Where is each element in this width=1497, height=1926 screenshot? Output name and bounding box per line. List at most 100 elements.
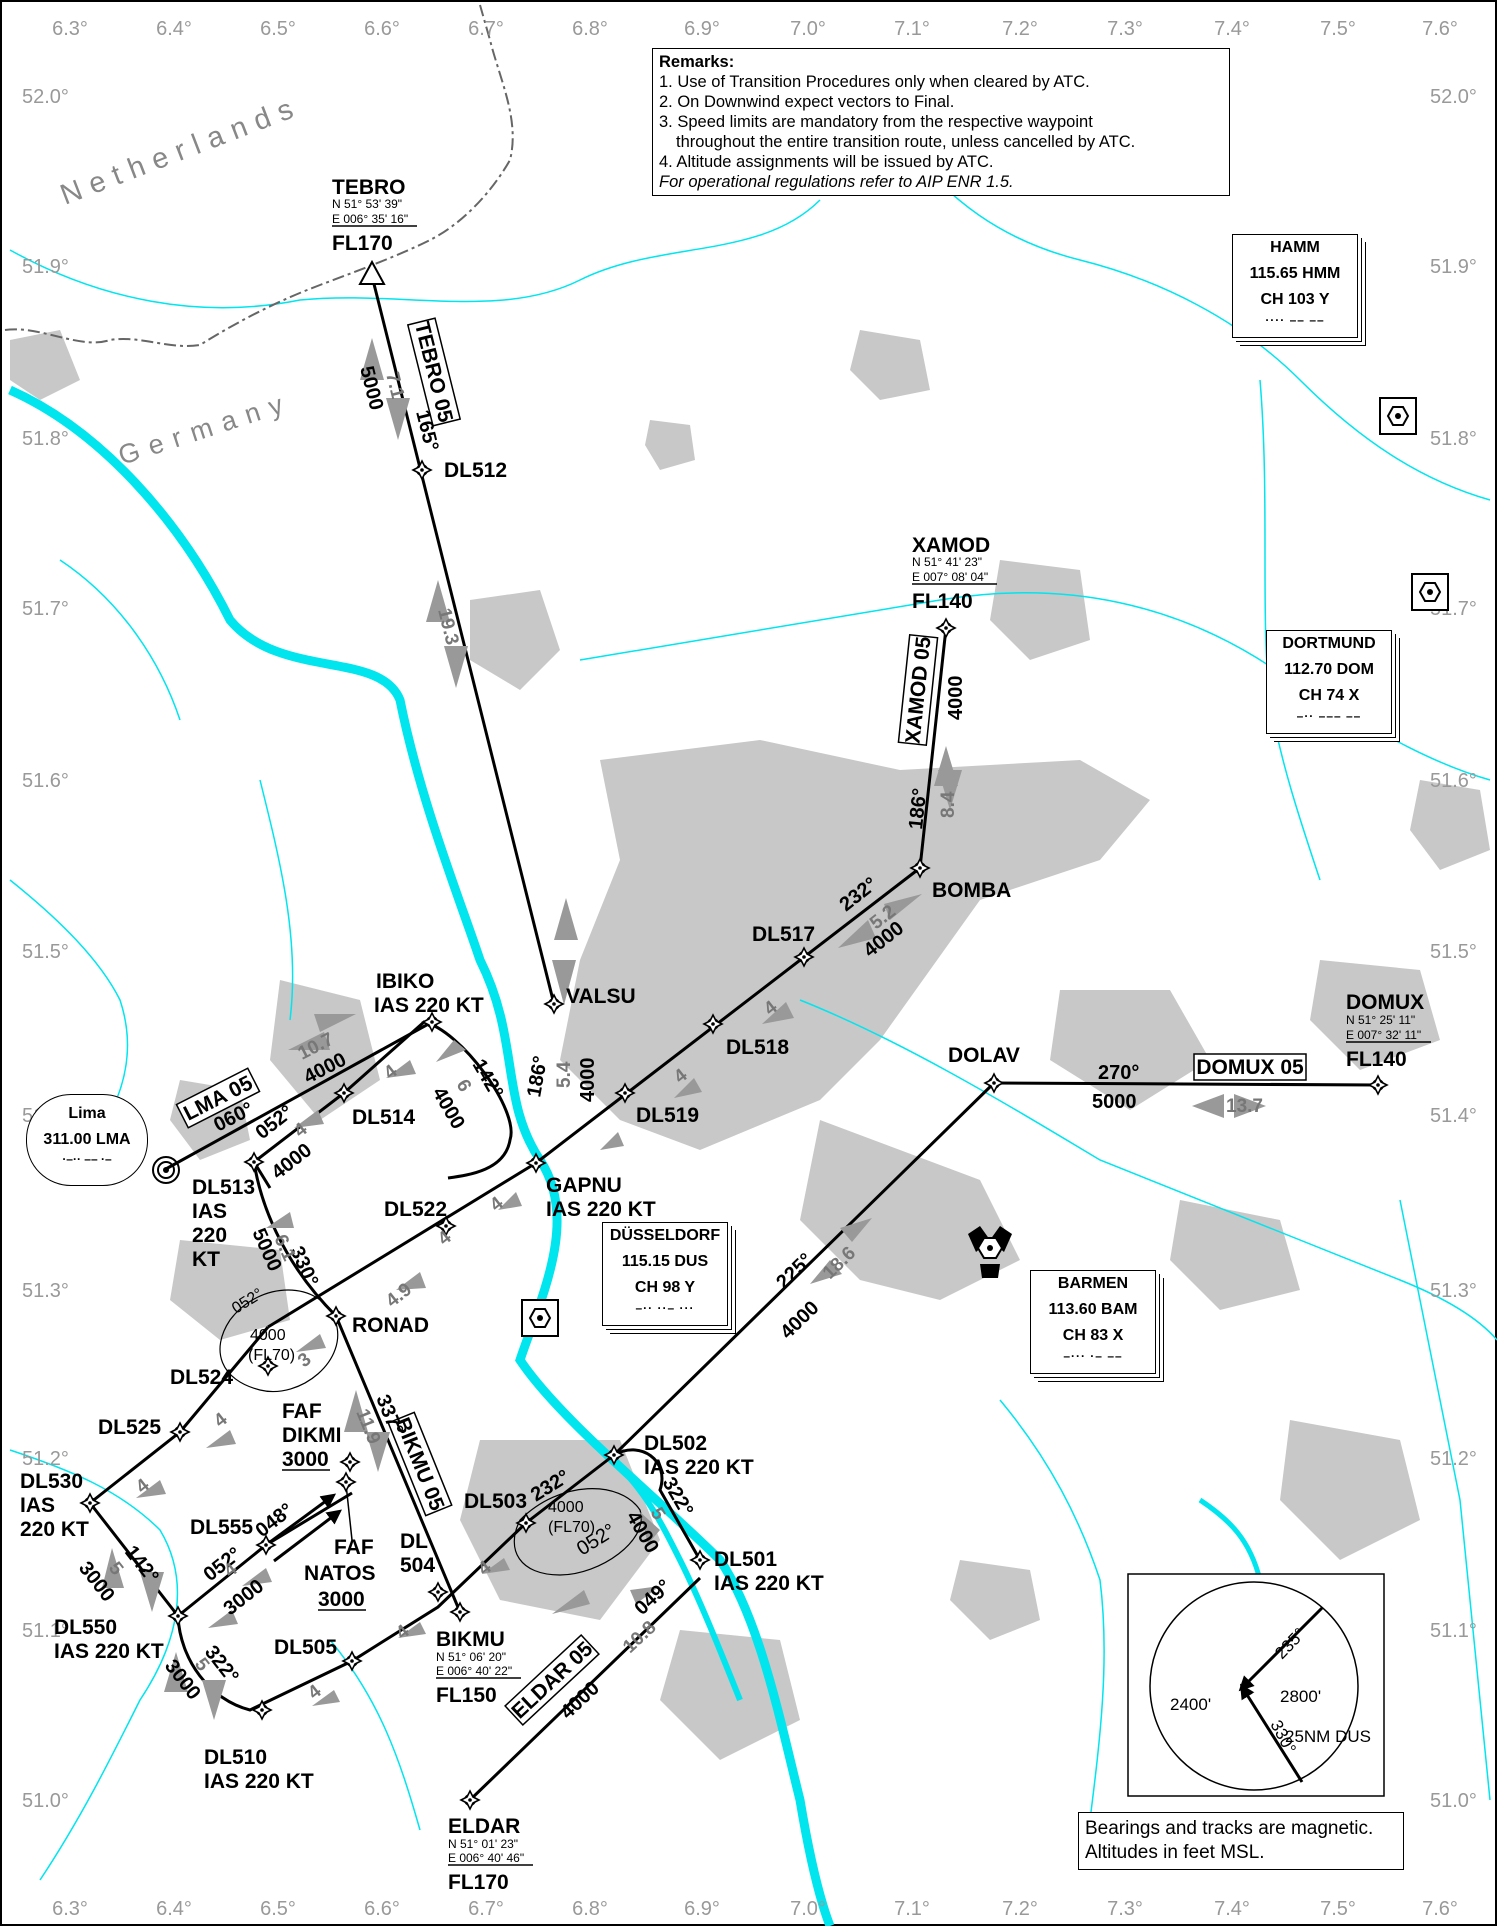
svg-text:DIKMI: DIKMI	[282, 1424, 342, 1447]
svg-text:7.0°: 7.0°	[790, 1898, 826, 1920]
svg-text:51.2°: 51.2°	[1430, 1448, 1477, 1470]
procedure-domux: DOMUX 05	[1196, 1056, 1304, 1079]
navaid-channel: CH 98 Y	[634, 1279, 696, 1296]
svg-text:DL514: DL514	[352, 1106, 415, 1129]
navaid-frequency: 311.00 LMA	[43, 1131, 131, 1148]
svg-text:NATOS: NATOS	[304, 1562, 376, 1585]
svg-text:FL170: FL170	[332, 232, 393, 255]
svg-text:51.1°: 51.1°	[1430, 1620, 1477, 1642]
svg-text:IAS 220 KT: IAS 220 KT	[54, 1640, 164, 1663]
svg-text:270°: 270°	[1098, 1062, 1139, 1084]
svg-text:ELDAR: ELDAR	[448, 1815, 520, 1838]
svg-text:IAS: IAS	[192, 1200, 227, 1223]
svg-text:6.6°: 6.6°	[364, 18, 400, 40]
downwind-north-base	[252, 1161, 338, 1318]
svg-text:4: 4	[434, 1227, 456, 1250]
svg-text:220 KT: 220 KT	[20, 1518, 89, 1541]
svg-text:186°: 186°	[905, 787, 931, 830]
svg-text:DL: DL	[400, 1530, 428, 1553]
svg-text:51.0°: 51.0°	[22, 1790, 69, 1812]
entry-domux: DOMUX N 51° 25' 11" E 007° 32' 11" FL140	[1346, 991, 1431, 1071]
svg-text:GAPNU: GAPNU	[546, 1174, 622, 1197]
navaid-frequency: 115.15 DUS	[621, 1253, 709, 1270]
svg-text:5.4: 5.4	[554, 1061, 575, 1088]
navaid-symbols	[152, 397, 1449, 1337]
latitude-labels-right: 52.0° 51.9° 51.8° 51.7° 51.6° 51.5° 51.4…	[1430, 86, 1477, 1812]
svg-text:5: 5	[190, 1654, 213, 1676]
waypoint-labels: DL512 VALSU IBIKO IAS 220 KT BOMBA DL517…	[20, 459, 1020, 1793]
svg-text:E 006° 35' 16": E 006° 35' 16"	[332, 212, 408, 226]
svg-text:XAMOD: XAMOD	[912, 534, 990, 557]
route-gapnu-ronad	[267, 1161, 537, 1329]
country-border	[4, 4, 514, 347]
svg-text:IAS 220 KT: IAS 220 KT	[644, 1456, 754, 1479]
svg-text:FL170: FL170	[448, 1871, 509, 1894]
svg-text:N 51° 25' 11": N 51° 25' 11"	[1346, 1013, 1415, 1027]
entry-xamod: XAMOD N 51° 41' 23" E 007° 08' 04" FL140	[912, 534, 997, 613]
svg-text:DL524: DL524	[170, 1366, 233, 1389]
svg-text:7.1°: 7.1°	[894, 1898, 930, 1920]
svg-text:6.3°: 6.3°	[52, 1898, 88, 1920]
wp-dl512-icon	[412, 460, 432, 480]
svg-text:7.2°: 7.2°	[1002, 1898, 1038, 1920]
svg-text:7.3°: 7.3°	[1107, 18, 1143, 40]
urban-areas	[10, 330, 1490, 1760]
svg-text:51.5°: 51.5°	[22, 941, 69, 963]
svg-text:6.4°: 6.4°	[156, 1898, 192, 1920]
svg-text:4: 4	[210, 1409, 232, 1432]
final-approach-arrows	[265, 1483, 353, 1563]
svg-text:DL513: DL513	[192, 1176, 255, 1199]
svg-text:3000: 3000	[318, 1588, 365, 1611]
route-lma	[163, 1020, 433, 1172]
entry-tebro: TEBRO N 51° 53' 39" E 006° 35' 16" FL170	[332, 176, 417, 255]
remark-1: 1. Use of Transition Procedures only whe…	[659, 73, 1090, 91]
navaid-morse: –·· ··– ···	[635, 1301, 695, 1315]
msa-diagram: 2400' 2800' 25NM DUS 235° 330°	[1127, 1573, 1385, 1797]
svg-text:DL502: DL502	[644, 1432, 707, 1455]
svg-text:E 007° 08' 04": E 007° 08' 04"	[912, 570, 988, 584]
wp-bikmu-icon	[450, 1602, 470, 1622]
svg-text:E 007° 32' 11": E 007° 32' 11"	[1346, 1028, 1421, 1042]
svg-text:186°: 186°	[523, 1054, 552, 1099]
svg-text:7.6°: 7.6°	[1422, 18, 1458, 40]
svg-text:6.6°: 6.6°	[364, 1898, 400, 1920]
svg-text:52.0°: 52.0°	[1430, 86, 1477, 108]
wp-valsu-icon	[544, 994, 564, 1014]
svg-text:(FL70): (FL70)	[248, 1347, 295, 1364]
msa-radius: 25NM DUS	[1285, 1727, 1371, 1746]
svg-text:E 006° 40' 22": E 006° 40' 22"	[436, 1664, 512, 1678]
svg-text:6.7°: 6.7°	[468, 18, 504, 40]
svg-text:DL517: DL517	[752, 923, 815, 946]
navaid-box-hamm: HAMM 115.65 HMM CH 103 Y ···· –– ––	[1232, 234, 1358, 338]
svg-text:N 51° 41' 23": N 51° 41' 23"	[912, 555, 982, 569]
longitude-labels-bottom: 6.3° 6.4° 6.5° 6.6° 6.7° 6.8° 6.9° 7.0° …	[52, 1898, 1458, 1920]
route-eldar	[468, 1576, 702, 1802]
svg-text:5000: 5000	[355, 364, 387, 413]
downwind-north-final	[89, 1326, 270, 1505]
svg-text:4000: 4000	[945, 676, 967, 721]
msa-sector-1: 2400'	[1170, 1695, 1211, 1714]
entry-eldar: ELDAR N 51° 01' 23" E 006° 40' 46" FL170	[448, 1815, 533, 1894]
svg-text:6: 6	[452, 1076, 475, 1096]
rivers	[8, 139, 1497, 1926]
dortmund-vor-icon	[1411, 573, 1449, 611]
downwind-north	[253, 1020, 513, 1180]
svg-text:048°: 048°	[252, 1499, 298, 1542]
svg-text:IAS 220 KT: IAS 220 KT	[546, 1198, 656, 1221]
svg-text:E 006° 40' 46": E 006° 40' 46"	[448, 1851, 524, 1865]
svg-text:7.1°: 7.1°	[894, 18, 930, 40]
svg-text:51.2°: 51.2°	[22, 1448, 69, 1470]
remark-3: 3. Speed limits are mandatory from the r…	[659, 113, 1093, 131]
remark-3-continued: throughout the entire transition route, …	[676, 133, 1136, 151]
dusseldorf-vor-icon	[521, 1299, 559, 1337]
svg-text:52.0°: 52.0°	[22, 86, 69, 108]
svg-text:DL555: DL555	[190, 1516, 253, 1539]
svg-text:51.5°: 51.5°	[1430, 941, 1477, 963]
svg-text:8.4: 8.4	[938, 791, 959, 818]
svg-text:7.5°: 7.5°	[1320, 1898, 1356, 1920]
bearing-note: Bearings and tracks are magnetic. Altitu…	[1078, 1812, 1404, 1870]
navaid-frequency: 115.65 HMM	[1249, 265, 1341, 282]
svg-text:DL505: DL505	[274, 1636, 337, 1659]
